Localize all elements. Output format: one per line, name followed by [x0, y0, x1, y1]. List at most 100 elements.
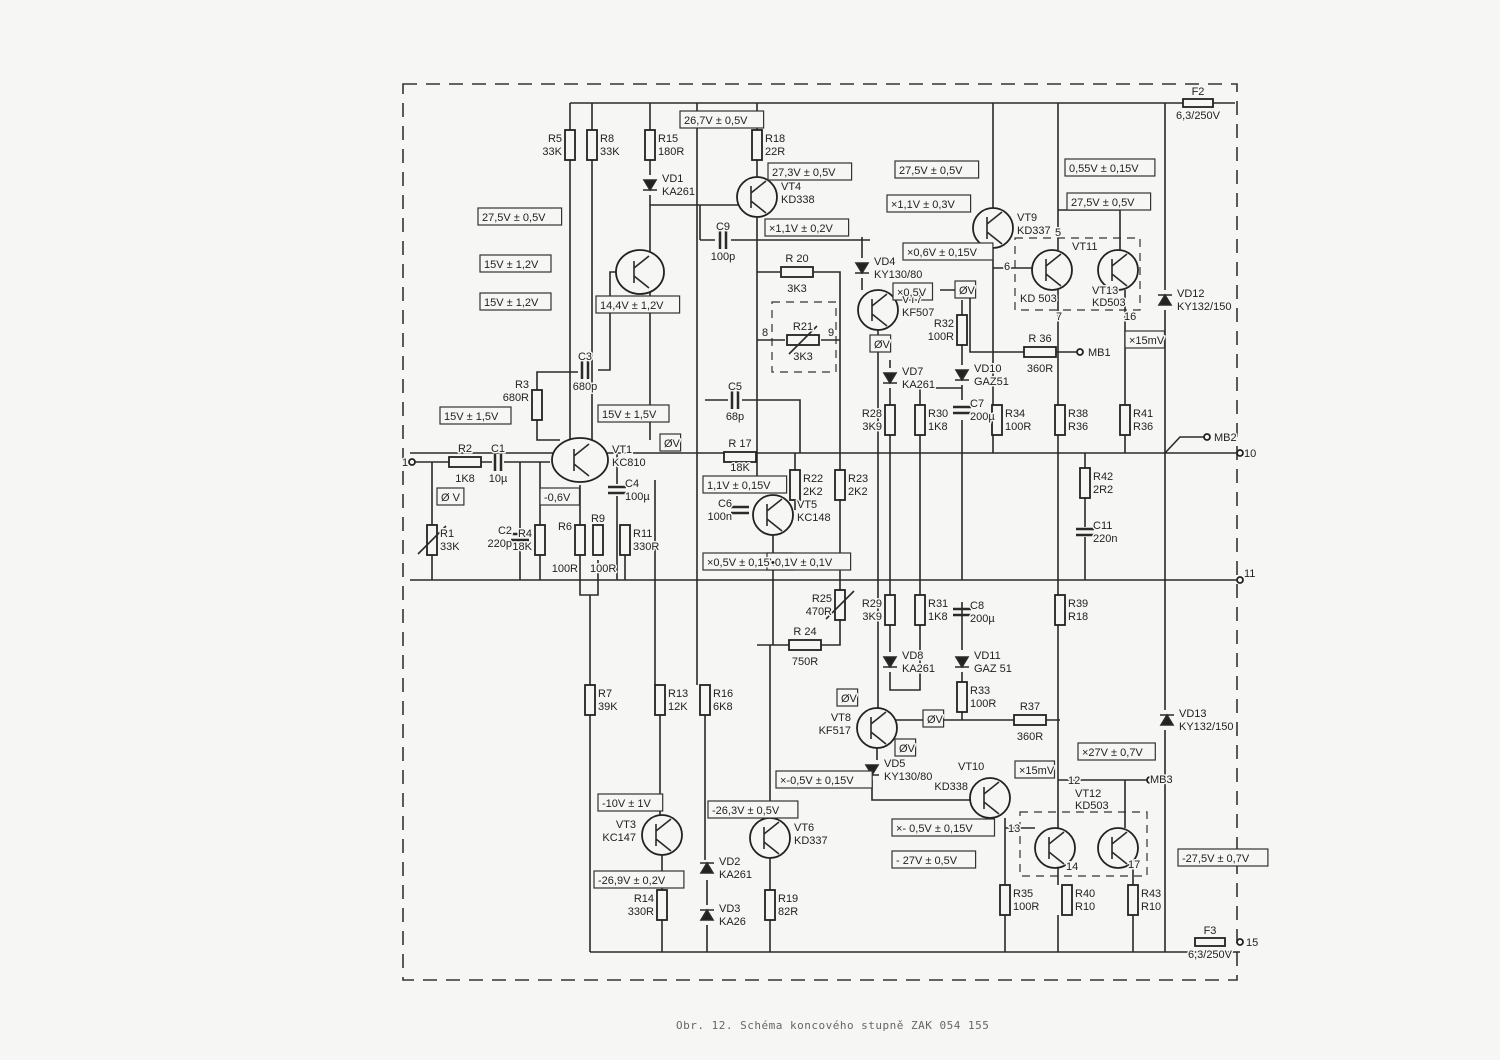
c11-ref-label: C11 [1093, 520, 1112, 532]
r6-value-label: 100R [552, 563, 578, 575]
vd10-value-label: GAZ51 [974, 376, 1009, 388]
vt7-ref-label: VT7 [902, 294, 922, 306]
transistor-vt3 [641, 814, 683, 856]
terminal-p7-label: 7 [1056, 311, 1062, 323]
r7-ref-label: R7 [598, 688, 612, 700]
r3-value-label: 680R [503, 392, 529, 404]
c7-ref-label: C7 [970, 398, 984, 410]
r14-value-label: 330R [628, 906, 654, 918]
capacitor-c9 [718, 231, 728, 249]
resistor-r17 [723, 451, 757, 463]
terminal-p6-label: 6 [1004, 261, 1010, 273]
terminal-mb3-label: MB3 [1150, 774, 1173, 786]
resistor-r24 [788, 639, 822, 651]
voltage-label-box [1177, 848, 1269, 867]
r36-ref-label: R 36 [1028, 333, 1051, 345]
capacitor-c2 [511, 532, 529, 542]
voltage-value: -10V ± 1V [602, 798, 652, 810]
r20-value-label: 3K3 [787, 283, 807, 295]
r34-ref-label: R34 [1005, 408, 1025, 420]
voltage-value: 15V ± 1,5V [444, 411, 499, 423]
resistor-r42 [1079, 467, 1091, 499]
vt7-value-label: KF507 [902, 307, 934, 319]
vt6-value-label: KD337 [794, 835, 828, 847]
r23-value-label: 2K2 [848, 486, 868, 498]
voltage-value: -26,3V ± 0,5V [712, 805, 780, 817]
r29-ref-label: R29 [862, 598, 882, 610]
vt8-ref-label: VT8 [831, 712, 851, 724]
resistor-r35 [999, 884, 1011, 916]
vt10-ref-label: VT10 [958, 761, 984, 773]
transistor-vt11 [1031, 249, 1073, 291]
diode-vd13 [1159, 713, 1175, 726]
terminal-p5-label: 5 [1055, 227, 1061, 239]
resistor-r43 [1127, 884, 1139, 916]
vd1-ref-label: VD1 [662, 173, 683, 185]
voltage-label-box [1124, 330, 1166, 349]
r39-ref-label: R39 [1068, 598, 1088, 610]
wiring [410, 102, 1240, 953]
r19-ref-label: R19 [778, 893, 798, 905]
diode-vd4 [854, 262, 870, 275]
voltage-label-box [1014, 760, 1056, 779]
resistor-r29 [884, 594, 896, 626]
vt12-module-box [1019, 811, 1148, 877]
r21-trimmer-box [771, 301, 837, 373]
resistor-r13 [654, 684, 666, 716]
vt9-ref-label: VT9 [1017, 212, 1037, 224]
r8-ref-label: R8 [600, 133, 614, 145]
voltage-value: 15V ± 1,2V [484, 297, 539, 309]
voltage-label-box [595, 295, 681, 314]
r11-value-label: 330R [633, 541, 659, 553]
r20-ref-label: R 20 [785, 253, 808, 265]
voltage-value: ×- 0,5V ± 0,15V [896, 823, 973, 835]
r32-value-label: 100R [928, 331, 954, 343]
resistor-r4 [534, 524, 546, 556]
voltage-value: -27,5V ± 0,7V [1182, 853, 1250, 865]
terminal-mb1-connector [1076, 348, 1084, 356]
c3-value-label: 680p [573, 381, 597, 393]
vt12-value-label: KD503 [1075, 800, 1109, 812]
voltage-label-box [679, 110, 765, 129]
vt11-vt13-module-box [1014, 237, 1141, 311]
terminal-t1-connector [408, 458, 416, 466]
diode-vd2 [699, 861, 715, 874]
c1-value-label: 10µ [489, 473, 508, 485]
r2-ref-label: R2 [458, 443, 472, 455]
capacitor-c3 [580, 361, 590, 379]
figure-caption: Obr. 12. Schéma koncového stupně ZAK 054… [676, 1019, 990, 1032]
resistor-r18 [751, 129, 763, 161]
capacitor-c11 [1076, 527, 1094, 537]
resistor-r2 [448, 456, 482, 468]
voltage-value: ØV [841, 693, 858, 705]
voltage-label-box [891, 850, 977, 869]
r43-value-label: R10 [1141, 901, 1161, 913]
transistor-vt4 [736, 176, 778, 218]
resistor-r31 [914, 594, 926, 626]
r25-value-label: 470R [806, 606, 832, 618]
vd3-value-label: KA26 [719, 916, 746, 928]
terminal-t10-label: 10 [1244, 448, 1256, 460]
voltage-label-box [954, 280, 977, 299]
f3-ref-label: F3 [1204, 925, 1217, 937]
vt13-ref-label: VT13 [1092, 285, 1118, 297]
r22-value-label: 2K2 [803, 486, 823, 498]
r37-value-label: 360R [1017, 731, 1043, 743]
r35-ref-label: R35 [1013, 888, 1033, 900]
r41-value-label: R36 [1133, 421, 1153, 433]
vd5-ref-label: VD5 [884, 758, 905, 770]
r4-value-label: 18K [512, 541, 532, 553]
resistor-r38 [1054, 404, 1066, 436]
voltage-value: ×1,1V ± 0,3V [891, 199, 955, 211]
resistor-r23 [834, 469, 846, 501]
voltage-value: 27,5V ± 0,5V [899, 165, 963, 177]
vd13-value-label: KY132/150 [1179, 721, 1233, 733]
r8-value-label: 33K [600, 146, 620, 158]
r17-ref-label: R 17 [728, 438, 751, 450]
component-symbols [408, 98, 1269, 947]
diode-vd3 [699, 908, 715, 921]
diode-vd8 [882, 656, 898, 669]
c6-ref-label: C6 [718, 498, 732, 510]
diode-vd12 [1157, 293, 1173, 306]
voltage-label-box [902, 242, 994, 261]
